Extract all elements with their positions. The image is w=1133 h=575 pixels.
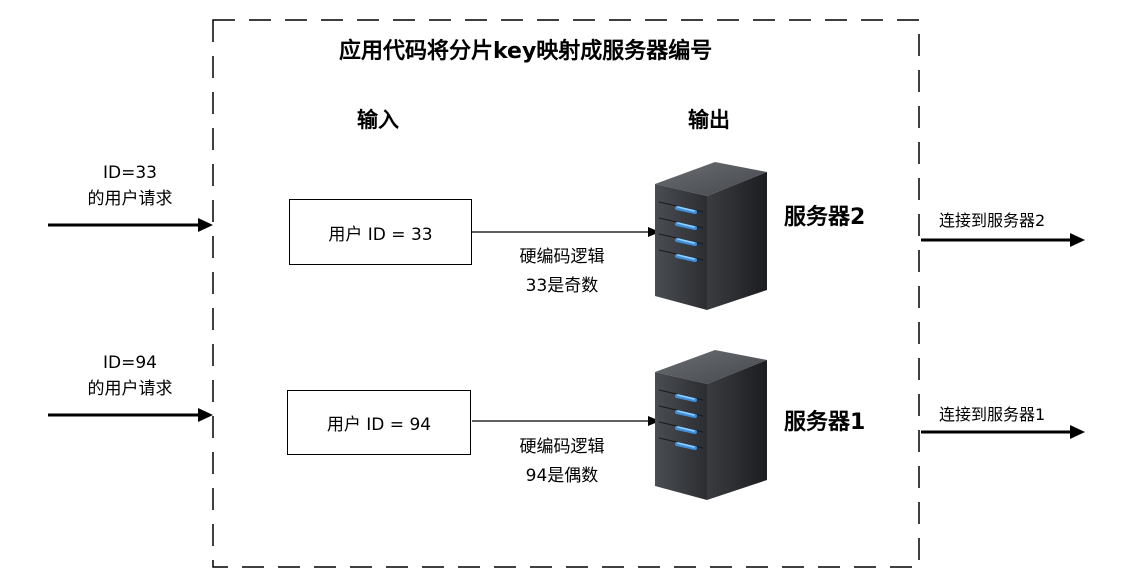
logic-label-1: 硬编码逻辑 33是奇数 — [497, 243, 627, 301]
server-icon — [655, 162, 767, 310]
request-label-1: ID=33 的用户请求 — [55, 160, 205, 212]
request-id: ID=33 — [103, 163, 157, 183]
server-icon — [655, 350, 767, 500]
request-desc: 的用户请求 — [87, 379, 173, 399]
logic-label-2: 硬编码逻辑 94是偶数 — [497, 433, 627, 491]
user-id-box-2: 用户 ID = 94 — [287, 390, 471, 455]
logic-title: 硬编码逻辑 — [519, 437, 605, 457]
mapping-arrow-1 — [472, 227, 660, 237]
outgoing-arrow-2 — [921, 425, 1085, 439]
server-label-1: 服务器1 — [784, 410, 866, 435]
request-id: ID=94 — [103, 353, 157, 373]
server-label-2: 服务器2 — [784, 205, 866, 230]
request-desc: 的用户请求 — [87, 189, 173, 209]
connect-label-2: 连接到服务器2 — [939, 211, 1046, 230]
input-header: 输入 — [357, 108, 399, 132]
incoming-arrow-2 — [48, 408, 213, 422]
request-label-2: ID=94 的用户请求 — [55, 350, 205, 402]
logic-rule: 33是奇数 — [525, 276, 599, 296]
output-header: 输出 — [688, 108, 730, 132]
logic-title: 硬编码逻辑 — [519, 247, 605, 267]
outgoing-arrow-1 — [921, 233, 1085, 247]
incoming-arrow-1 — [48, 218, 213, 232]
mapping-arrow-2 — [472, 416, 660, 426]
logic-rule: 94是偶数 — [525, 466, 599, 486]
dashed-container — [212, 19, 920, 568]
user-id-label: 用户 ID = 94 — [326, 415, 432, 435]
diagram-title: 应用代码将分片key映射成服务器编号 — [339, 39, 713, 64]
connect-label-1: 连接到服务器1 — [939, 405, 1046, 424]
user-id-label: 用户 ID = 33 — [328, 224, 433, 245]
user-id-box-1: 用户 ID = 33 — [289, 199, 472, 265]
